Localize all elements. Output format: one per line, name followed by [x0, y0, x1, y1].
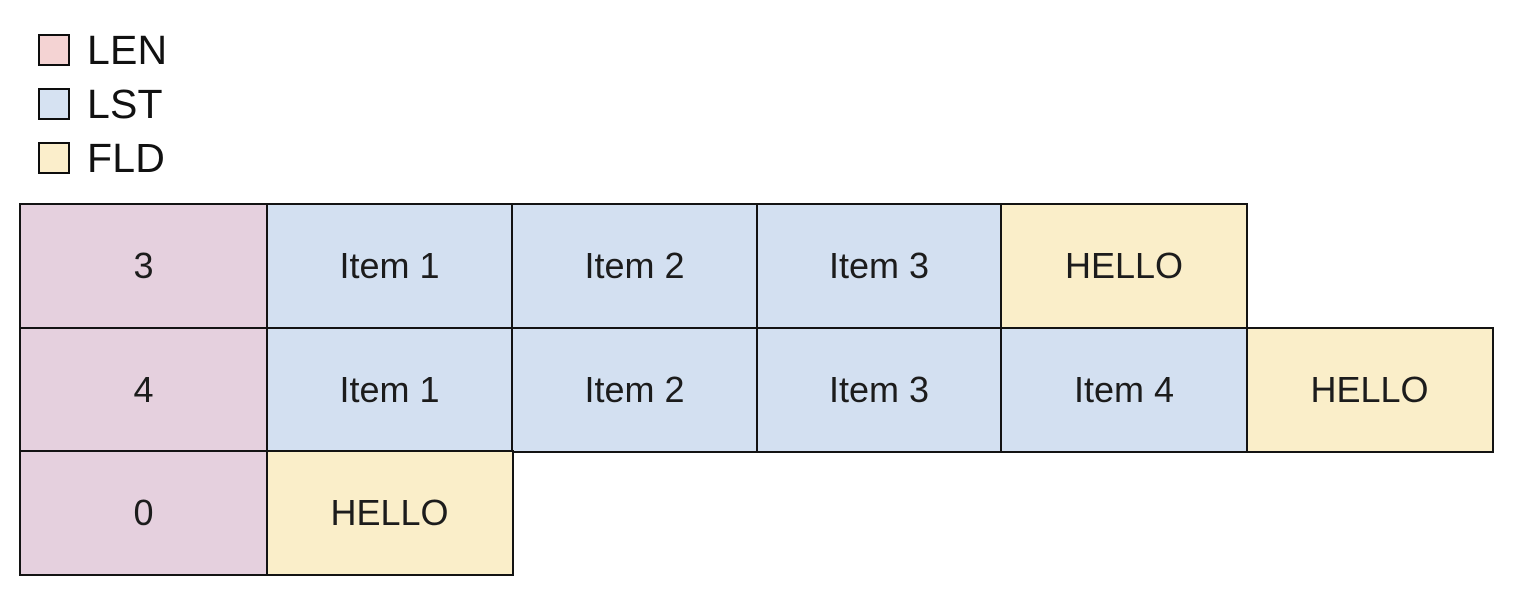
table-cell-lst: Item 3 — [755, 203, 1003, 329]
table-cell-lst: Item 1 — [265, 203, 514, 329]
table-cell-lst: Item 3 — [755, 326, 1003, 453]
table-cell-lst: Item 2 — [511, 203, 758, 329]
table-cell-fld: HELLO — [265, 450, 514, 576]
legend-item-fld: FLD — [38, 131, 167, 185]
table-cell-lst: Item 4 — [1000, 326, 1248, 453]
table-cell-fld: HELLO — [1000, 203, 1248, 329]
table-cell-len: 4 — [19, 326, 268, 453]
legend-item-len: LEN — [38, 23, 167, 77]
table-cell-lst: Item 1 — [265, 326, 514, 453]
legend: LEN LST FLD — [38, 23, 167, 185]
table-cell-len: 3 — [19, 203, 268, 329]
legend-label: LST — [87, 80, 163, 127]
legend-label: FLD — [87, 134, 166, 181]
table-cell-len: 0 — [19, 450, 268, 576]
legend-swatch-fld — [38, 142, 70, 174]
legend-swatch-len — [38, 34, 70, 66]
legend-label: LEN — [87, 26, 168, 73]
legend-item-lst: LST — [38, 77, 167, 131]
table-cell-lst: Item 2 — [511, 326, 758, 453]
legend-swatch-lst — [38, 88, 70, 120]
table-cell-fld: HELLO — [1245, 326, 1494, 453]
